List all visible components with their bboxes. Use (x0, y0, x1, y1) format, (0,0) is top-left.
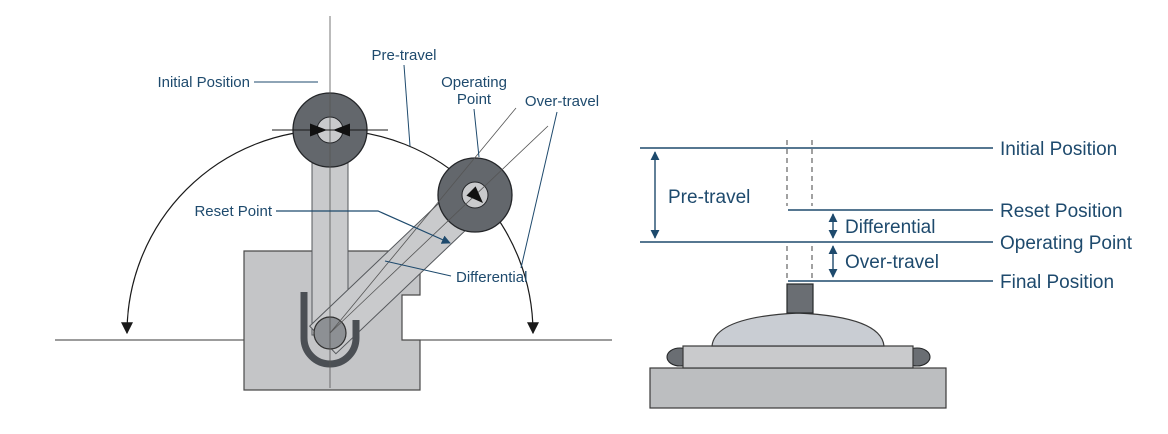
dome (711, 312, 885, 347)
leader-line (384, 260, 452, 277)
differential-label: Differential (845, 217, 935, 238)
label-operating-point: Operating Point (441, 74, 507, 158)
roller2-center-arrow (466, 186, 483, 203)
label-differential: Differential (384, 260, 527, 286)
operating-centerline (329, 125, 549, 334)
center-arrow-right (333, 123, 350, 137)
reset-centerline (329, 107, 517, 334)
operating-point-label: Operating Point (1000, 233, 1133, 254)
label-pre-travel: Pre-travel (371, 47, 437, 147)
operating-point-label-line2: Point (457, 91, 492, 108)
plunger-switch-body (649, 283, 947, 409)
leader-line (520, 111, 558, 269)
leader-line (403, 64, 411, 147)
plunger-button (786, 283, 814, 314)
label-initial-position: Initial Position (157, 74, 318, 91)
plunger-switch-diagram: Initial Position Reset Position Operatin… (640, 139, 1133, 409)
initial-position-label: Initial Position (1000, 139, 1117, 160)
lever-switch-diagram: Initial Position Pre-travel Operating Po… (55, 16, 612, 391)
over-travel-label: Over-travel (845, 252, 939, 273)
reset-point-label: Reset Point (194, 203, 272, 220)
leader-arrow (276, 210, 451, 244)
pre-travel-label: Pre-travel (668, 187, 750, 208)
label-over-travel: Over-travel (520, 93, 599, 269)
leader-line (473, 108, 480, 158)
pre-travel-label: Pre-travel (371, 47, 436, 64)
center-arrow-left (310, 123, 327, 137)
reset-position-label: Reset Position (1000, 201, 1123, 222)
switch-base (649, 367, 947, 409)
operating-point-label-line1: Operating (441, 74, 507, 91)
over-travel-label: Over-travel (525, 93, 599, 110)
final-position-label: Final Position (1000, 272, 1114, 293)
switch-plate (682, 345, 914, 369)
initial-position-label: Initial Position (157, 74, 250, 91)
label-reset-point: Reset Point (194, 203, 451, 244)
differential-label: Differential (456, 269, 527, 286)
